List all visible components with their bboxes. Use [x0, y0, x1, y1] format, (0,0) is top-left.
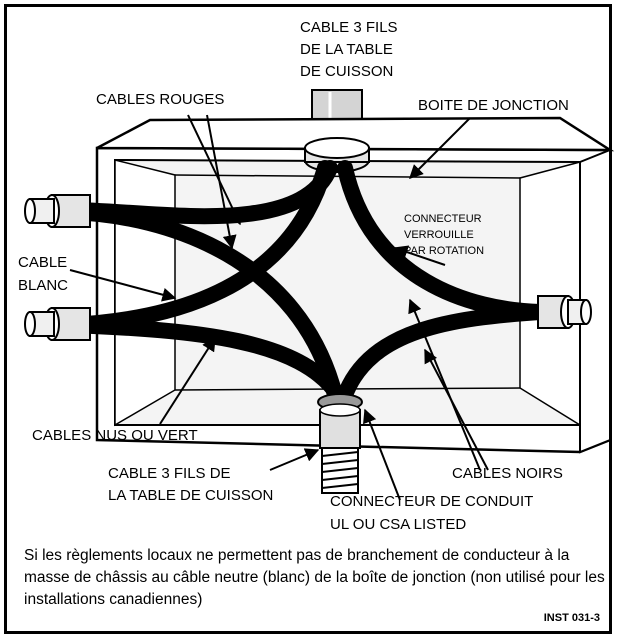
svg-text:CABLE 3 FILS: CABLE 3 FILS	[300, 19, 398, 36]
svg-text:PAR ROTATION: PAR ROTATION	[404, 245, 484, 257]
label-cable-blanc: CABLE BLANC	[18, 254, 68, 294]
reference-code: INST 031-3	[543, 612, 600, 624]
leader-lines	[69, 114, 489, 501]
wires	[62, 160, 548, 403]
left-lower-connector	[24, 307, 91, 341]
label-cable-3-fils-top: CABLE 3 FILS DE LA TABLE DE CUISSON	[300, 19, 398, 80]
label-cables-noirs: CABLES NOIRS	[452, 465, 563, 482]
svg-text:CONNECTEUR DE CONDUIT: CONNECTEUR DE CONDUIT	[330, 493, 533, 510]
label-connecteur-verrouille: CONNECTEUR VERROUILLE PAR ROTATION	[404, 213, 484, 257]
svg-text:DE CUISSON: DE CUISSON	[300, 63, 393, 80]
svg-text:CABLE: CABLE	[18, 254, 67, 271]
installation-note: Si les règlements locaux ne permettent p…	[24, 547, 605, 608]
label-cables-rouges: CABLES ROUGES	[96, 91, 224, 108]
svg-text:BLANC: BLANC	[18, 277, 68, 294]
left-upper-connector	[24, 194, 91, 228]
label-cables-nus-ou-vert: CABLES NUS OU VERT	[32, 427, 198, 444]
svg-text:CABLE 3 FILS DE: CABLE 3 FILS DE	[108, 465, 231, 482]
junction-box	[95, 116, 615, 454]
label-boite-de-jonction: BOITE DE JONCTION	[418, 97, 569, 114]
bottom-conduit-connector	[317, 393, 363, 449]
label-connecteur-de-conduit: CONNECTEUR DE CONDUIT UL OU CSA LISTED	[330, 493, 533, 533]
svg-text:LA TABLE DE CUISSON: LA TABLE DE CUISSON	[108, 487, 273, 504]
label-cable-3-fils-bottom: CABLE 3 FILS DE LA TABLE DE CUISSON	[108, 465, 273, 504]
bottom-flexible-conduit	[321, 447, 359, 494]
svg-text:UL OU CSA LISTED: UL OU CSA LISTED	[330, 516, 466, 533]
top-connector	[304, 137, 370, 173]
right-connector	[537, 295, 592, 329]
svg-text:DE LA TABLE: DE LA TABLE	[300, 41, 393, 58]
svg-text:CONNECTEUR: CONNECTEUR	[404, 213, 482, 225]
svg-text:VERROUILLE: VERROUILLE	[404, 229, 474, 241]
